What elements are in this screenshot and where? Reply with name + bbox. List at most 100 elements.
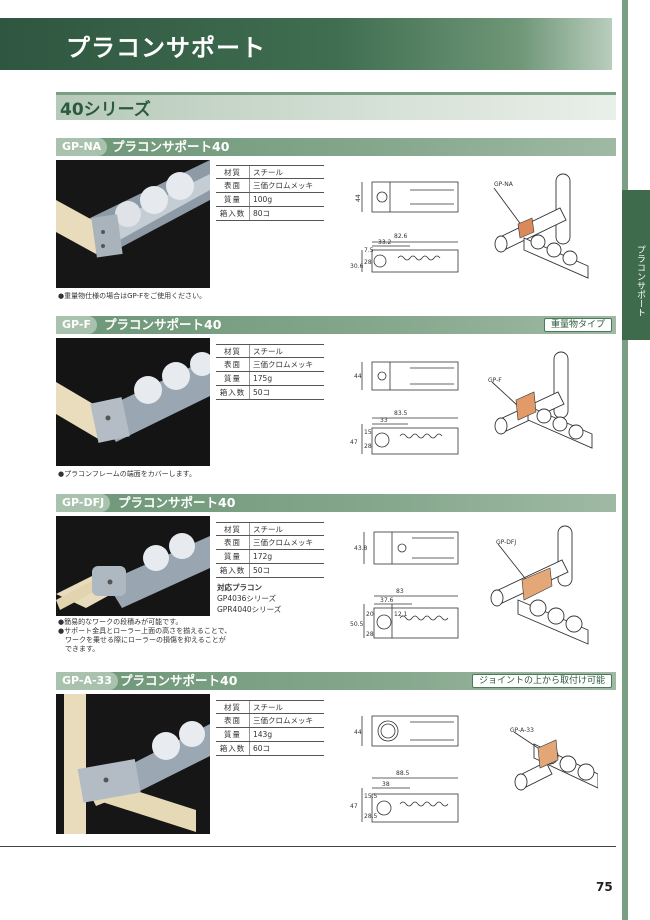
spec-key: 表面 <box>216 714 250 727</box>
spec-value: 50コ <box>253 388 271 397</box>
spec-value: 三価クロムメッキ <box>253 181 313 190</box>
dim-label: 28.5 <box>364 813 378 820</box>
spec-key: 箱入数 <box>216 386 250 399</box>
dim-label: 30.6 <box>350 263 364 270</box>
iso-label: GP-F <box>488 377 502 384</box>
iso-label: GP-A-33 <box>510 727 534 734</box>
spec-row: 表面三価クロムメッキ <box>216 536 324 550</box>
section-name: プラコンサポート40 <box>118 495 236 510</box>
spec-key: 質量 <box>216 372 250 385</box>
dim-label: 20 <box>366 611 374 618</box>
dim-label: 37.6 <box>380 597 394 604</box>
section-note: ●重量物仕様の場合はGP-Fをご使用ください。 <box>58 292 207 300</box>
section-header-bar <box>56 316 616 334</box>
section-header-bar <box>56 138 616 156</box>
spec-value: スチール <box>253 168 283 177</box>
section-name: プラコンサポート40 <box>112 139 230 154</box>
section-note: ●プラコンフレームの端面をカバーします。 <box>58 470 196 478</box>
header-bar <box>0 18 612 70</box>
spec-value: スチール <box>253 703 283 712</box>
section-note: ●簡易的なワークの段積みが可能です。 <box>58 618 183 626</box>
dim-label: 28 <box>364 259 372 266</box>
spec-value: 三価クロムメッキ <box>253 538 313 547</box>
spec-row: 表面三価クロムメッキ <box>216 714 324 728</box>
product-photo <box>56 160 210 288</box>
dim-label: 44 <box>354 373 362 380</box>
spec-key: 材質 <box>216 523 250 535</box>
spec-key: 材質 <box>216 166 250 178</box>
spec-row: 材質スチール <box>216 700 324 714</box>
dim-label: 82.6 <box>394 233 408 240</box>
spec-key: 箱入数 <box>216 564 250 577</box>
spec-value: スチール <box>253 347 283 356</box>
iso-label: GP-DFJ <box>496 539 516 546</box>
spec-value: 50コ <box>253 566 271 575</box>
dim-label: 33 <box>380 417 388 424</box>
spec-key: 表面 <box>216 179 250 192</box>
section-name: プラコンサポート40 <box>120 673 238 688</box>
dim-label: 47 <box>350 439 358 446</box>
dim-label: 44 <box>354 729 362 736</box>
series-bar <box>56 92 616 120</box>
spec-key: 表面 <box>216 536 250 549</box>
spec-value: 80コ <box>253 209 271 218</box>
dim-label: 7.5 <box>364 247 374 254</box>
section-note: ●サポート金具とローラー上面の高さを揃えることで、 <box>58 627 232 635</box>
spec-key: 箱入数 <box>216 207 250 220</box>
section-code: GP-A-33 <box>56 672 118 690</box>
section-badge: 重量物タイプ <box>543 318 612 332</box>
spec-key: 質量 <box>216 728 250 741</box>
spec-value: 172g <box>253 552 273 561</box>
compat-title: 対応プラコン <box>217 583 262 592</box>
spec-value: スチール <box>253 525 283 534</box>
dim-label: 12.1 <box>394 611 408 618</box>
dim-label: 33.2 <box>378 239 392 246</box>
iso-label: GP-NA <box>494 181 514 188</box>
side-tab[interactable] <box>622 190 650 340</box>
series-title: 40シリーズ <box>60 100 151 120</box>
section-note: できます。 <box>58 645 100 653</box>
assembly-illustration: GP-F <box>488 351 593 449</box>
section-code: GP-F <box>56 316 97 334</box>
spec-value: 60コ <box>253 744 271 753</box>
assembly-illustration: GP-DFJ <box>490 525 589 645</box>
spec-row: 材質スチール <box>216 522 324 536</box>
spec-value: 175g <box>253 374 273 383</box>
spec-row: 材質スチール <box>216 344 324 358</box>
dim-label: 88.5 <box>396 770 410 777</box>
compat-item: GPR4040シリーズ <box>217 605 282 614</box>
dim-label: 28 <box>364 443 372 450</box>
compat-item: GP4036シリーズ <box>217 594 277 603</box>
dim-label: 83.5 <box>394 410 408 417</box>
dim-label: 43.8 <box>354 545 368 552</box>
dim-label: 47 <box>350 803 358 810</box>
dimension-drawing: 43.8 83 37.6 50.5 28 20 12.1 <box>350 531 459 639</box>
spec-key: 材質 <box>216 345 250 357</box>
dim-label: 15 <box>364 429 372 436</box>
spec-value: 三価クロムメッキ <box>253 716 313 725</box>
spec-value: 100g <box>253 195 273 204</box>
spec-value: 三価クロムメッキ <box>253 360 313 369</box>
dim-label: 83 <box>396 588 404 595</box>
spec-key: 質量 <box>216 550 250 563</box>
compatibility-box: 対応プラコン GP4036シリーズ GPR4040シリーズ <box>217 582 281 615</box>
spec-value: 143g <box>253 730 273 739</box>
section-name: プラコンサポート40 <box>104 317 222 332</box>
dimension-drawing: 44 82.6 33.2 30.6 28 7.5 <box>350 181 459 273</box>
dimension-drawing: 44 83.5 33 47 28 15 <box>350 361 459 455</box>
spec-key: 質量 <box>216 193 250 206</box>
section-header-bar <box>56 494 616 512</box>
dim-label: 44 <box>355 194 362 202</box>
dimension-drawing: 44 88.5 38 47 28.5 15.5 <box>350 715 459 823</box>
dim-label: 28 <box>366 631 374 638</box>
dim-label: 38 <box>382 781 390 788</box>
